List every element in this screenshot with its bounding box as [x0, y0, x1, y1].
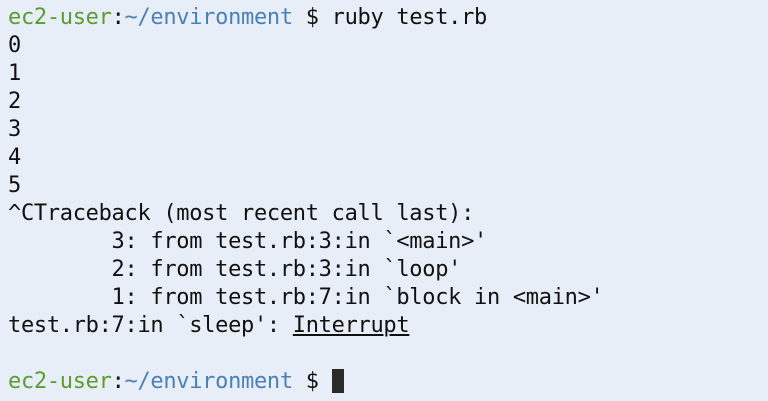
prompt-symbol: $	[292, 369, 332, 394]
block-cursor-icon	[331, 369, 344, 393]
prompt-symbol: $	[292, 5, 332, 30]
output-line: 1	[8, 61, 21, 86]
output-line: 4	[8, 145, 21, 170]
blank-line	[8, 340, 768, 368]
command-text: ruby test.rb	[331, 5, 488, 30]
output-line: 2	[8, 89, 21, 114]
output-line: 3	[8, 117, 21, 142]
prompt-path: ~/environment	[124, 369, 294, 394]
prompt-path: ~/environment	[124, 5, 294, 30]
prompt-separator: :	[111, 5, 125, 30]
traceback-frame: 2: from test.rb:3:in `loop'	[8, 257, 462, 282]
error-line: test.rb:7:in `sleep': Interrupt	[8, 312, 768, 340]
command-line: ec2-user:~/environment $ ruby test.rb	[8, 4, 768, 32]
error-prefix: test.rb:7:in `sleep':	[8, 313, 293, 338]
output-line: 0	[8, 33, 21, 58]
traceback-header: ^CTraceback (most recent call last):	[8, 201, 475, 226]
prompt-separator: :	[111, 369, 125, 394]
error-type: Interrupt	[292, 313, 410, 338]
traceback-frame: 3: from test.rb:3:in `<main>'	[8, 229, 488, 254]
traceback-frame: 1: from test.rb:7:in `block in <main>'	[8, 285, 604, 310]
prompt-user: ec2-user	[8, 5, 112, 30]
input-line[interactable]: ec2-user:~/environment $	[8, 368, 768, 396]
output-line: 5	[8, 173, 21, 198]
prompt-user: ec2-user	[8, 369, 112, 394]
